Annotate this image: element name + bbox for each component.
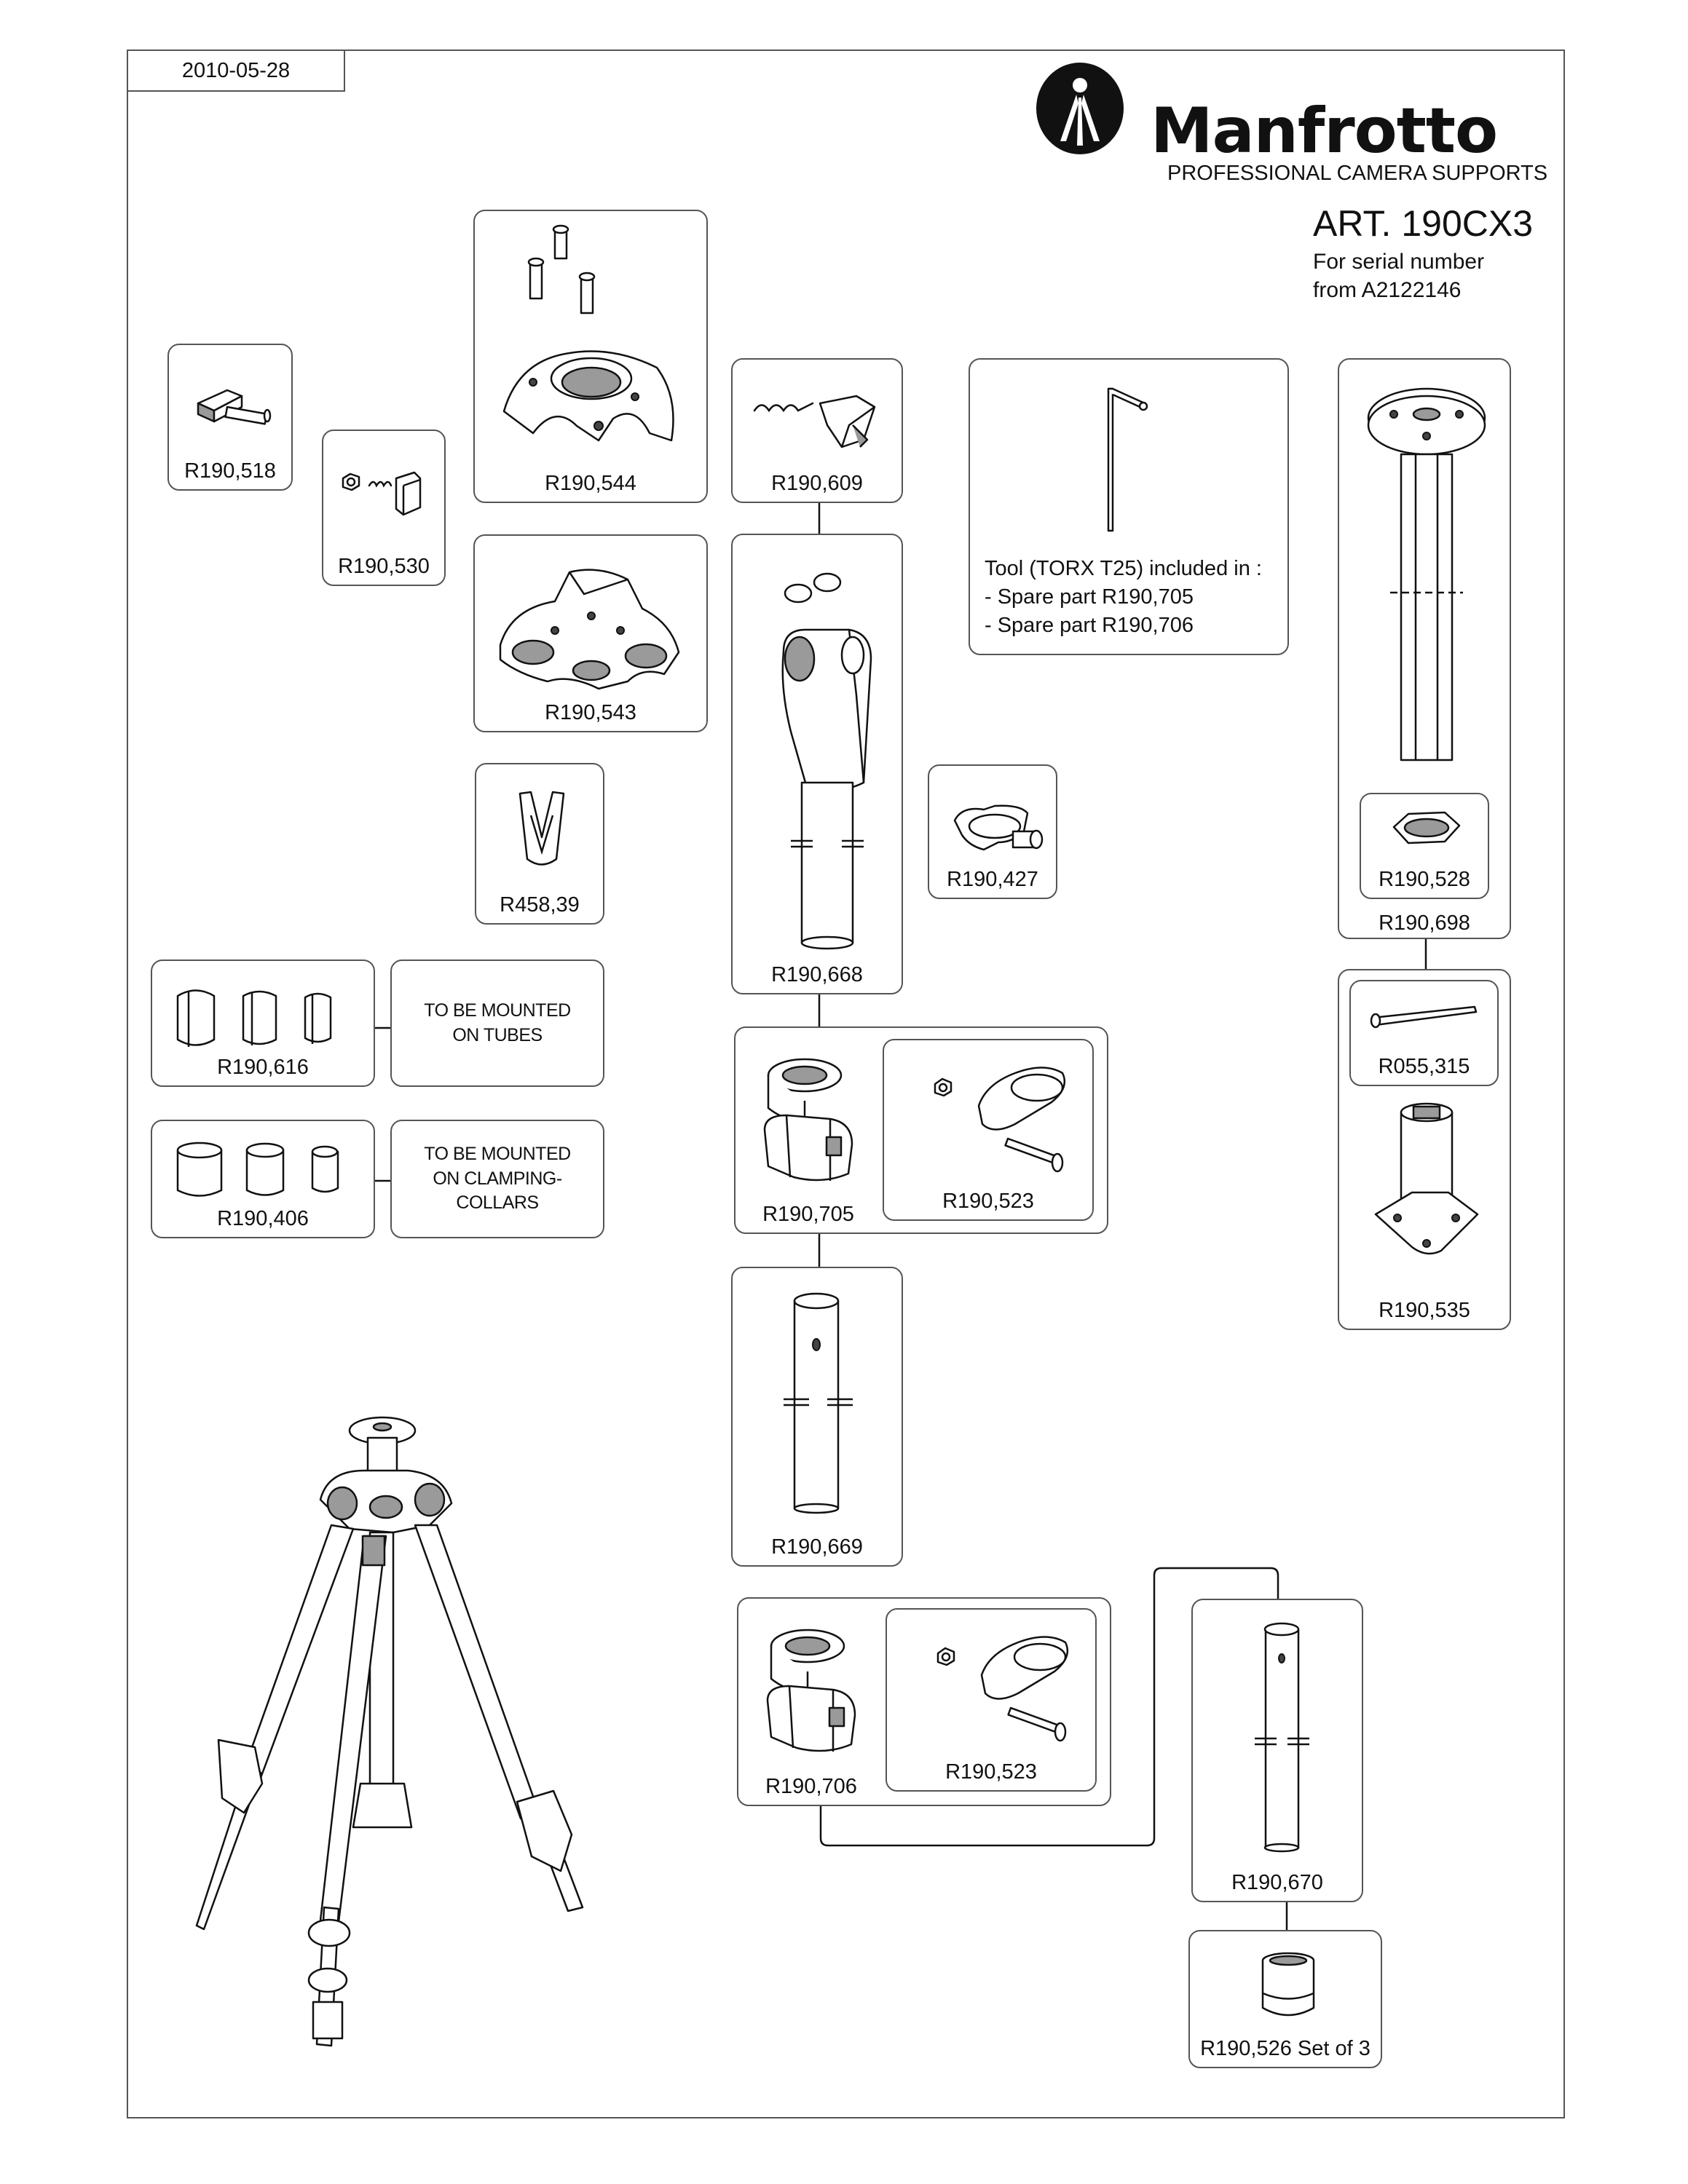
date-stamp: 2010-05-28 [127, 50, 345, 92]
bubble-level-clip-part [518, 791, 565, 866]
hook-clamp-part [953, 804, 1044, 851]
part-number: R190,528 [1379, 868, 1470, 891]
part-number: R190,706 [765, 1775, 857, 1798]
torx-key-icon [1107, 387, 1148, 532]
collar-bushings-part [176, 1142, 339, 1197]
spring-lever-part [753, 395, 876, 448]
tube-bushings-part [176, 989, 332, 1047]
part-box-r190-670[interactable]: R190,670 [1191, 1599, 1363, 1902]
note-collars-line-2: ON CLAMPING-COLLARS [433, 1168, 562, 1214]
leg-bracket-casting-part [499, 569, 680, 690]
part-number: R190,544 [545, 472, 636, 495]
part-number: R190,523 [945, 1760, 1037, 1784]
part-box-r190-609[interactable]: R190,609 [731, 358, 903, 503]
part-box-r190-668[interactable]: R190,668 [731, 534, 903, 994]
center-column-part [1367, 387, 1486, 761]
spike-foot-base-part [1374, 1102, 1479, 1255]
middle-leg-tube-part [784, 1292, 853, 1514]
part-number: R458,39 [500, 893, 580, 917]
part-number: R190,669 [771, 1535, 863, 1559]
brand-name: Manfrotto [1151, 95, 1498, 167]
part-number: R190,609 [771, 472, 863, 495]
article-number: ART. 190CX3 [1313, 203, 1534, 244]
hex-ring-part [1392, 811, 1461, 844]
part-number: R190,543 [545, 701, 636, 724]
part-box-r190-669[interactable]: R190,669 [731, 1267, 903, 1567]
part-box-r190-543[interactable]: R190,543 [473, 534, 708, 732]
part-number: R190,530 [338, 555, 430, 578]
part-box-r190-518[interactable]: R190,518 [167, 344, 293, 491]
manfrotto-logo-icon [1036, 63, 1124, 154]
part-number: R190,670 [1231, 1871, 1323, 1894]
part-number: R190,668 [771, 963, 863, 986]
part-box-r190-523-a[interactable]: R190,523 [883, 1039, 1094, 1221]
hex-key-part [1370, 1005, 1478, 1029]
part-number: R190,616 [217, 1056, 309, 1079]
part-box-r190-616[interactable]: R190,616 [151, 960, 375, 1087]
part-box-r190-530[interactable]: R190,530 [322, 430, 446, 586]
lever-bolt-part [934, 1067, 1066, 1173]
part-box-r190-427[interactable]: R190,427 [928, 764, 1057, 899]
serial-line-2: from A2122146 [1313, 278, 1462, 302]
nut-spring-clip-part [342, 471, 422, 516]
part-number: R190,427 [947, 868, 1038, 891]
tool-line-3: - Spare part R190,706 [985, 614, 1194, 638]
top-casting-with-screws-part [502, 224, 674, 442]
part-number: R190,406 [217, 1207, 309, 1230]
assembled-tripod-illustration [195, 1416, 584, 2047]
note-tubes-line-1: TO BE MOUNTED [424, 1000, 571, 1021]
part-box-r458-39[interactable]: R458,39 [475, 763, 604, 925]
note-tubes-line-2: ON TUBES [452, 1024, 543, 1045]
part-number-r190-698: R190,698 [1379, 911, 1470, 935]
rubber-foot-part [1261, 1952, 1315, 2017]
part-number: R190,518 [184, 459, 276, 483]
note-collars-line-1: TO BE MOUNTED [424, 1143, 571, 1164]
leg-lock-collar-part [763, 1058, 853, 1182]
part-box-r190-528[interactable]: R190,528 [1360, 793, 1489, 899]
center-tube-with-collar-part [781, 572, 872, 950]
note-box-tubes: TO BE MOUNTED ON TUBES [390, 960, 604, 1087]
tool-description: Tool (TORX T25) included in : - Spare pa… [985, 555, 1262, 640]
serial-info: For serial number from A2122146 [1313, 248, 1484, 304]
part-number: R190,705 [762, 1203, 854, 1226]
part-box-r190-526[interactable]: R190,526 Set of 3 [1188, 1930, 1382, 2068]
part-number: R190,526 Set of 3 [1200, 2037, 1370, 2060]
part-box-r190-523-b[interactable]: R190,523 [886, 1608, 1097, 1792]
brand-tagline: PROFESSIONAL CAMERA SUPPORTS [1167, 162, 1548, 185]
note-box-collars: TO BE MOUNTED ON CLAMPING-COLLARS [390, 1120, 604, 1238]
brand-header: Manfrotto PROFESSIONAL CAMERA SUPPORTS [1034, 60, 1547, 191]
part-box-r190-406[interactable]: R190,406 [151, 1120, 375, 1238]
part-number: R190,535 [1379, 1299, 1470, 1322]
serial-line-1: For serial number [1313, 250, 1485, 274]
knob-screw-part [197, 389, 272, 425]
drawing-frame [127, 50, 1565, 2118]
lower-leg-tube-part [1255, 1622, 1309, 1853]
part-box-r190-544[interactable]: R190,544 [473, 210, 708, 503]
tool-line-1: Tool (TORX T25) included in : [985, 557, 1262, 580]
leg-lock-collar-part [766, 1629, 856, 1752]
part-number: R055,315 [1378, 1055, 1470, 1078]
part-box-r055-315[interactable]: R055,315 [1349, 980, 1499, 1086]
lever-bolt-part [936, 1636, 1069, 1742]
tool-note-box: Tool (TORX T25) included in : - Spare pa… [969, 358, 1289, 655]
part-number: R190,523 [942, 1190, 1034, 1213]
tool-line-2: - Spare part R190,705 [985, 585, 1194, 609]
